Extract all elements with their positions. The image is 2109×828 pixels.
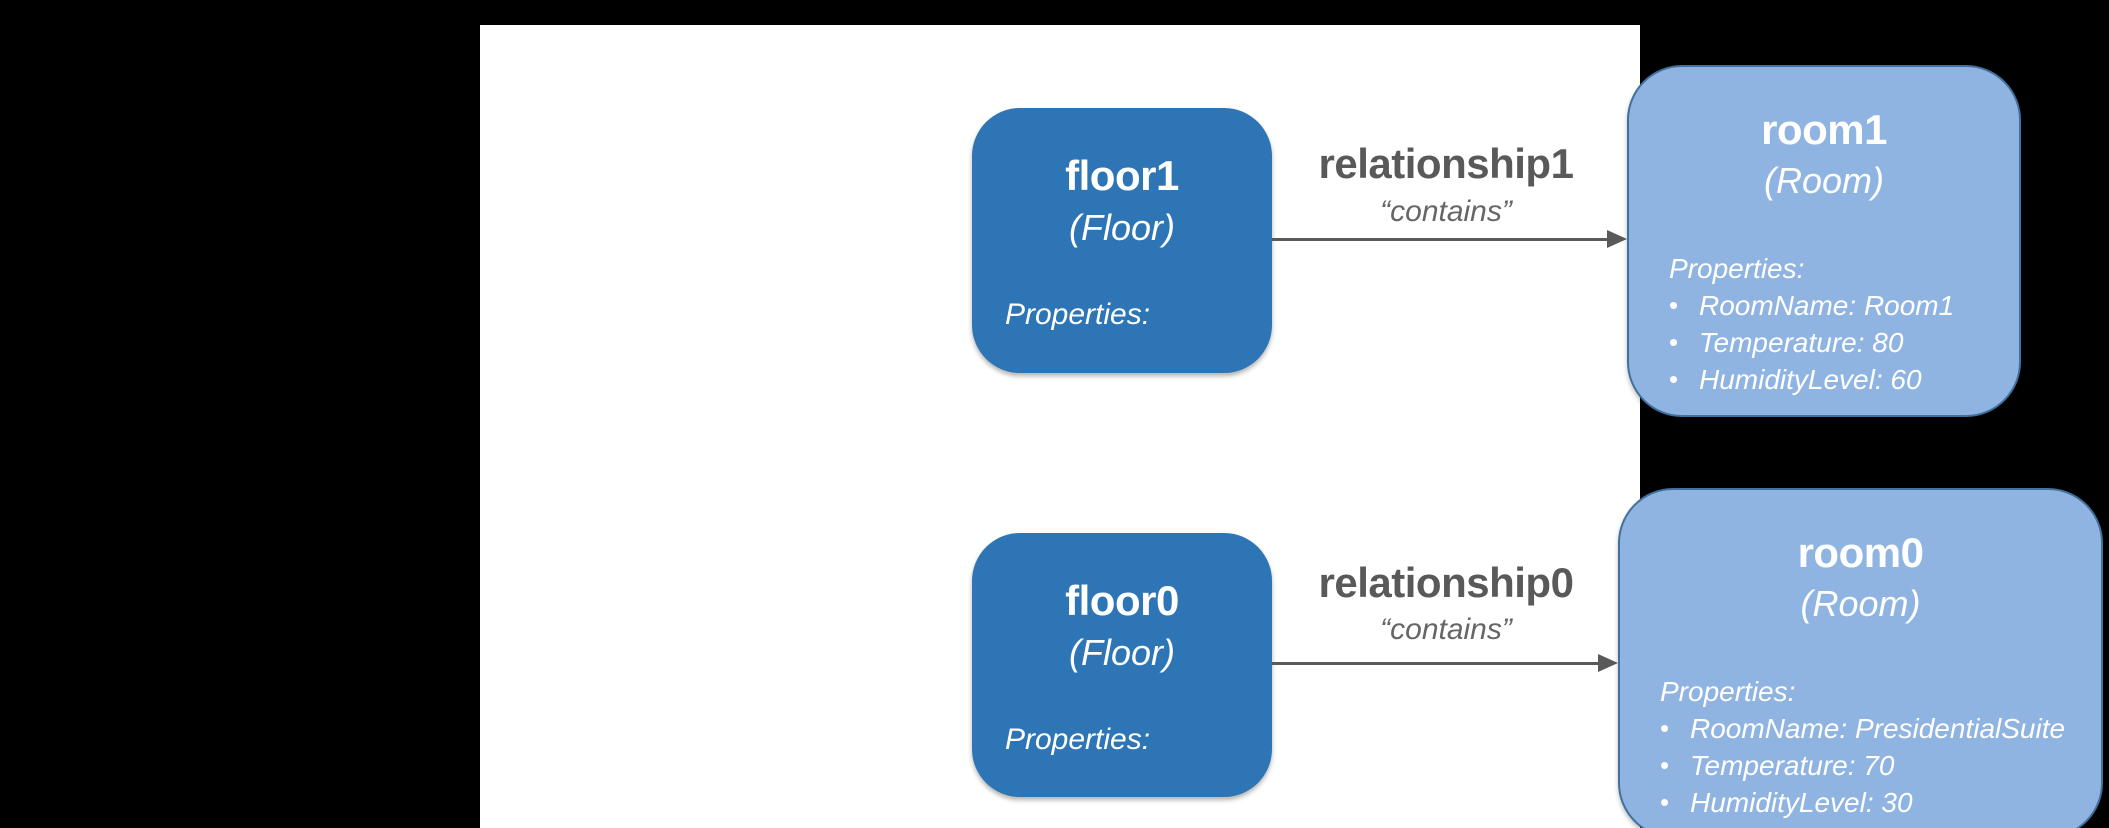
node-floor1-title: floor1 bbox=[1065, 152, 1179, 199]
property-item: • RoomName: Room1 bbox=[1669, 287, 1999, 324]
property-text: Temperature: 80 bbox=[1699, 327, 1904, 358]
relationship0-arrowhead-icon bbox=[1598, 654, 1618, 672]
bullet-icon: • bbox=[1660, 713, 1670, 743]
relationship1-contains-label: “contains” bbox=[1380, 195, 1512, 228]
node-room1-title: room1 bbox=[1761, 106, 1887, 153]
property-item: • HumidityLevel: 60 bbox=[1669, 361, 1999, 398]
relationship1-arrowhead-icon bbox=[1607, 230, 1627, 248]
node-floor1: floor1 (Floor) Properties: bbox=[972, 108, 1272, 373]
property-item: • HumidityLevel: 30 bbox=[1660, 784, 2081, 821]
bullet-icon: • bbox=[1669, 364, 1679, 394]
node-floor1-properties-label: Properties: bbox=[1005, 298, 1151, 331]
relationship1-arrow-line bbox=[1272, 238, 1609, 241]
bullet-icon: • bbox=[1669, 327, 1679, 357]
bullet-icon: • bbox=[1660, 750, 1670, 780]
property-item: • Temperature: 80 bbox=[1669, 324, 1999, 361]
property-text: Temperature: 70 bbox=[1690, 750, 1895, 781]
property-text: HumidityLevel: 30 bbox=[1690, 787, 1913, 818]
diagram-panel: floor1 (Floor) Properties: relationship1… bbox=[480, 25, 2103, 828]
node-room1-type: (Room) bbox=[1763, 160, 1884, 201]
node-room0-properties-label: Properties: bbox=[1660, 676, 1796, 707]
property-text: RoomName: PresidentialSuite bbox=[1690, 713, 2066, 744]
node-room1-properties: Properties: • RoomName: Room1 • Temperat… bbox=[1669, 250, 1999, 398]
bullet-icon: • bbox=[1669, 290, 1679, 320]
node-room1-properties-label: Properties: bbox=[1669, 253, 1805, 284]
property-text: RoomName: Room1 bbox=[1699, 290, 1955, 321]
relationship1-name: relationship1 bbox=[1318, 140, 1574, 187]
property-item: • RoomName: PresidentialSuite bbox=[1660, 710, 2081, 747]
node-floor0-title: floor0 bbox=[1065, 577, 1179, 624]
relationship0-arrow-line bbox=[1272, 662, 1600, 665]
bullet-icon: • bbox=[1660, 787, 1670, 817]
node-floor0-properties-label: Properties: bbox=[1005, 723, 1151, 756]
node-floor0: floor0 (Floor) Properties: bbox=[972, 533, 1272, 797]
relationship0-contains-label: “contains” bbox=[1380, 613, 1512, 646]
node-floor0-type: (Floor) bbox=[1069, 632, 1175, 673]
node-room0-title: room0 bbox=[1797, 529, 1924, 576]
node-room0-type: (Room) bbox=[1800, 583, 1921, 624]
node-floor1-type: (Floor) bbox=[1069, 207, 1175, 248]
node-room1: room1 (Room) Properties: • RoomName: Roo… bbox=[1627, 65, 2021, 417]
node-room0-properties: Properties: • RoomName: PresidentialSuit… bbox=[1660, 673, 2081, 821]
property-text: HumidityLevel: 60 bbox=[1699, 364, 1922, 395]
relationship0-name: relationship0 bbox=[1318, 559, 1574, 606]
property-item: • Temperature: 70 bbox=[1660, 747, 2081, 784]
node-room0: room0 (Room) Properties: • RoomName: Pre… bbox=[1618, 488, 2103, 828]
